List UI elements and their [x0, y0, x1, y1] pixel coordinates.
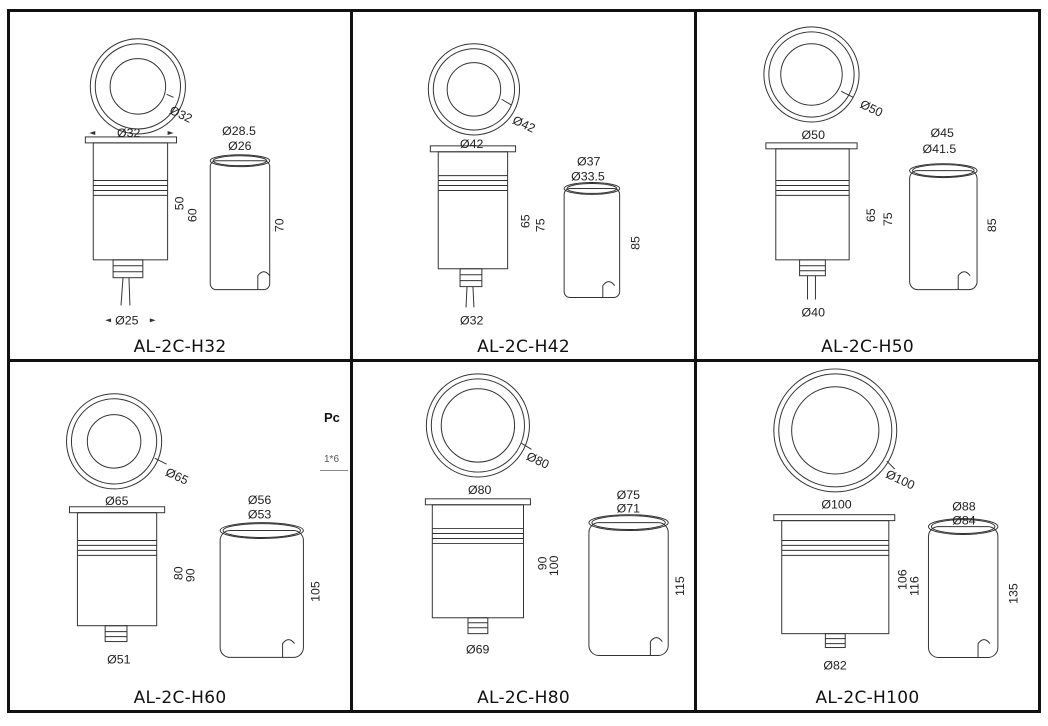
flange-diameter-label: Ø80 — [468, 483, 492, 497]
face-diameter-label: Ø80 — [524, 449, 551, 472]
sleeve-inner-label: Ø41.5 — [923, 142, 957, 156]
body — [92, 142, 169, 261]
sleeve — [209, 160, 271, 291]
flange-diameter-label: Ø100 — [821, 498, 851, 512]
connector — [112, 259, 144, 279]
face-diameter-label: Ø65 — [163, 465, 190, 488]
total-height-label: 90 — [183, 568, 197, 582]
sleeve-inner-label: Ø84 — [952, 514, 976, 528]
sleeve-outer-label: Ø37 — [577, 155, 601, 169]
drawing-h80: Ø80 Ø80 Ø75 Ø71 90 100 115 Ø69 — [424, 373, 687, 656]
drawing-h60: Ø65 Ø65 Ø56 Ø53 80 90 105 Ø51 — [66, 393, 322, 666]
body-height-label: 106 — [896, 569, 910, 590]
product-drawing-grid: Ø32 Ø32 Ø28.5 Ø26 50 60 70 Ø25 AL-2C-H32 — [7, 9, 1041, 713]
sleeve-height-label: 135 — [1007, 583, 1021, 604]
dimension-labels: Ø65 Ø65 Ø56 Ø53 80 90 105 Ø51 — [105, 465, 322, 666]
flange-diameter-label: Ø65 — [105, 494, 129, 508]
flange-diameter-label: Ø42 — [460, 137, 484, 151]
base-diameter-label: Ø40 — [802, 305, 826, 319]
sleeve-height-label: 85 — [628, 236, 642, 250]
cropped-text: 1*6 — [324, 454, 340, 465]
sleeve-outer-label: Ø45 — [930, 126, 954, 140]
model-caption: AL-2C-H50 — [821, 337, 914, 357]
sleeve-outer-label: Ø75 — [617, 488, 641, 502]
base-diameter-label: Ø25 — [115, 313, 139, 327]
total-height-label: 116 — [908, 576, 922, 596]
drawing-h50: Ø50 Ø50 Ø45 Ø41.5 65 75 85 Ø40 — [763, 26, 999, 319]
sleeve-height-label: 85 — [985, 218, 999, 232]
sleeve-outer-label: Ø56 — [248, 493, 272, 507]
flange-diameter-label: Ø50 — [802, 128, 826, 142]
dimension-labels: Ø80 Ø80 Ø75 Ø71 90 100 115 Ø69 — [466, 449, 687, 656]
drawing-cell-h100: Ø100 Ø100 Ø88 Ø84 106 116 135 Ø82 AL-2C-… — [697, 362, 1038, 710]
base-diameter-label: Ø32 — [460, 313, 484, 327]
drawing-h42: Ø42 Ø42 Ø37 Ø33.5 65 75 85 Ø32 — [427, 43, 642, 327]
sleeve-height-label: 70 — [273, 218, 287, 232]
front-view-outer-ring — [89, 38, 186, 135]
total-height-label: 75 — [881, 212, 895, 226]
drawing-cell-h50: Ø50 Ø50 Ø45 Ø41.5 65 75 85 Ø40 AL-2C-H50 — [697, 12, 1038, 362]
total-height-label: 60 — [185, 208, 199, 222]
cropped-divider — [320, 470, 348, 471]
sleeve-inner-label: Ø33.5 — [571, 170, 605, 184]
face-diameter-label: Ø100 — [884, 467, 917, 493]
sleeve-height-label: 115 — [673, 576, 687, 596]
drawing-cell-h80: Ø80 Ø80 Ø75 Ø71 90 100 115 Ø69 AL-2C-H80 — [353, 362, 697, 710]
sleeve-inner-label: Ø26 — [228, 139, 252, 153]
face-diameter-label: Ø50 — [858, 97, 885, 120]
base-diameter-label: Ø51 — [107, 652, 131, 666]
body-height-label: 65 — [518, 214, 532, 228]
base-diameter-label: Ø69 — [466, 642, 490, 656]
model-caption: AL-2C-H100 — [815, 688, 920, 708]
total-height-label: 100 — [547, 555, 561, 576]
drawing-cell-h42: Ø42 Ø42 Ø37 Ø33.5 65 75 85 Ø32 AL-2C-H42 — [353, 12, 697, 362]
model-caption: AL-2C-H60 — [133, 688, 227, 708]
drawing-h32: Ø32 Ø32 Ø28.5 Ø26 50 60 70 Ø25 — [84, 38, 287, 327]
body-height-label: 50 — [172, 196, 186, 210]
dimension-labels: Ø100 Ø100 Ø88 Ø84 106 116 135 Ø82 — [821, 467, 1020, 672]
dimension-labels: Ø50 Ø50 Ø45 Ø41.5 65 75 85 Ø40 — [802, 97, 999, 319]
model-caption: AL-2C-H80 — [477, 688, 570, 708]
cropped-heading: Pc — [324, 410, 340, 425]
body-height-label: 90 — [535, 556, 549, 570]
body-height-label: 65 — [864, 208, 878, 222]
sleeve-outer-label: Ø88 — [952, 500, 976, 514]
face-diameter-label: Ø42 — [510, 113, 537, 136]
base-diameter-label: Ø82 — [823, 658, 847, 672]
sleeve-inner-label: Ø71 — [617, 502, 641, 516]
front-view-lens — [109, 58, 167, 115]
drawing-h100: Ø100 Ø100 Ø88 Ø84 106 116 135 Ø82 — [773, 368, 1021, 672]
model-caption: AL-2C-H42 — [477, 337, 570, 357]
body-height-label: 80 — [171, 566, 185, 580]
sleeve-inner-label: Ø53 — [248, 508, 272, 522]
sleeve-outer-label: Ø28.5 — [222, 124, 256, 138]
face-diameter-label: Ø32 — [167, 103, 194, 126]
flange-diameter-label: Ø32 — [117, 126, 141, 140]
model-caption: AL-2C-H32 — [133, 337, 227, 357]
front-view-inner-ring — [94, 43, 181, 130]
drawing-cell-h60: Ø65 Ø65 Ø56 Ø53 80 90 105 Ø51 Pc 1*6 AL-… — [10, 362, 353, 710]
dimension-labels: Ø42 Ø42 Ø37 Ø33.5 65 75 85 Ø32 — [460, 113, 642, 327]
drawing-cell-h32: Ø32 Ø32 Ø28.5 Ø26 50 60 70 Ø25 AL-2C-H32 — [10, 12, 353, 362]
total-height-label: 75 — [533, 218, 547, 232]
sleeve-height-label: 105 — [308, 581, 322, 602]
